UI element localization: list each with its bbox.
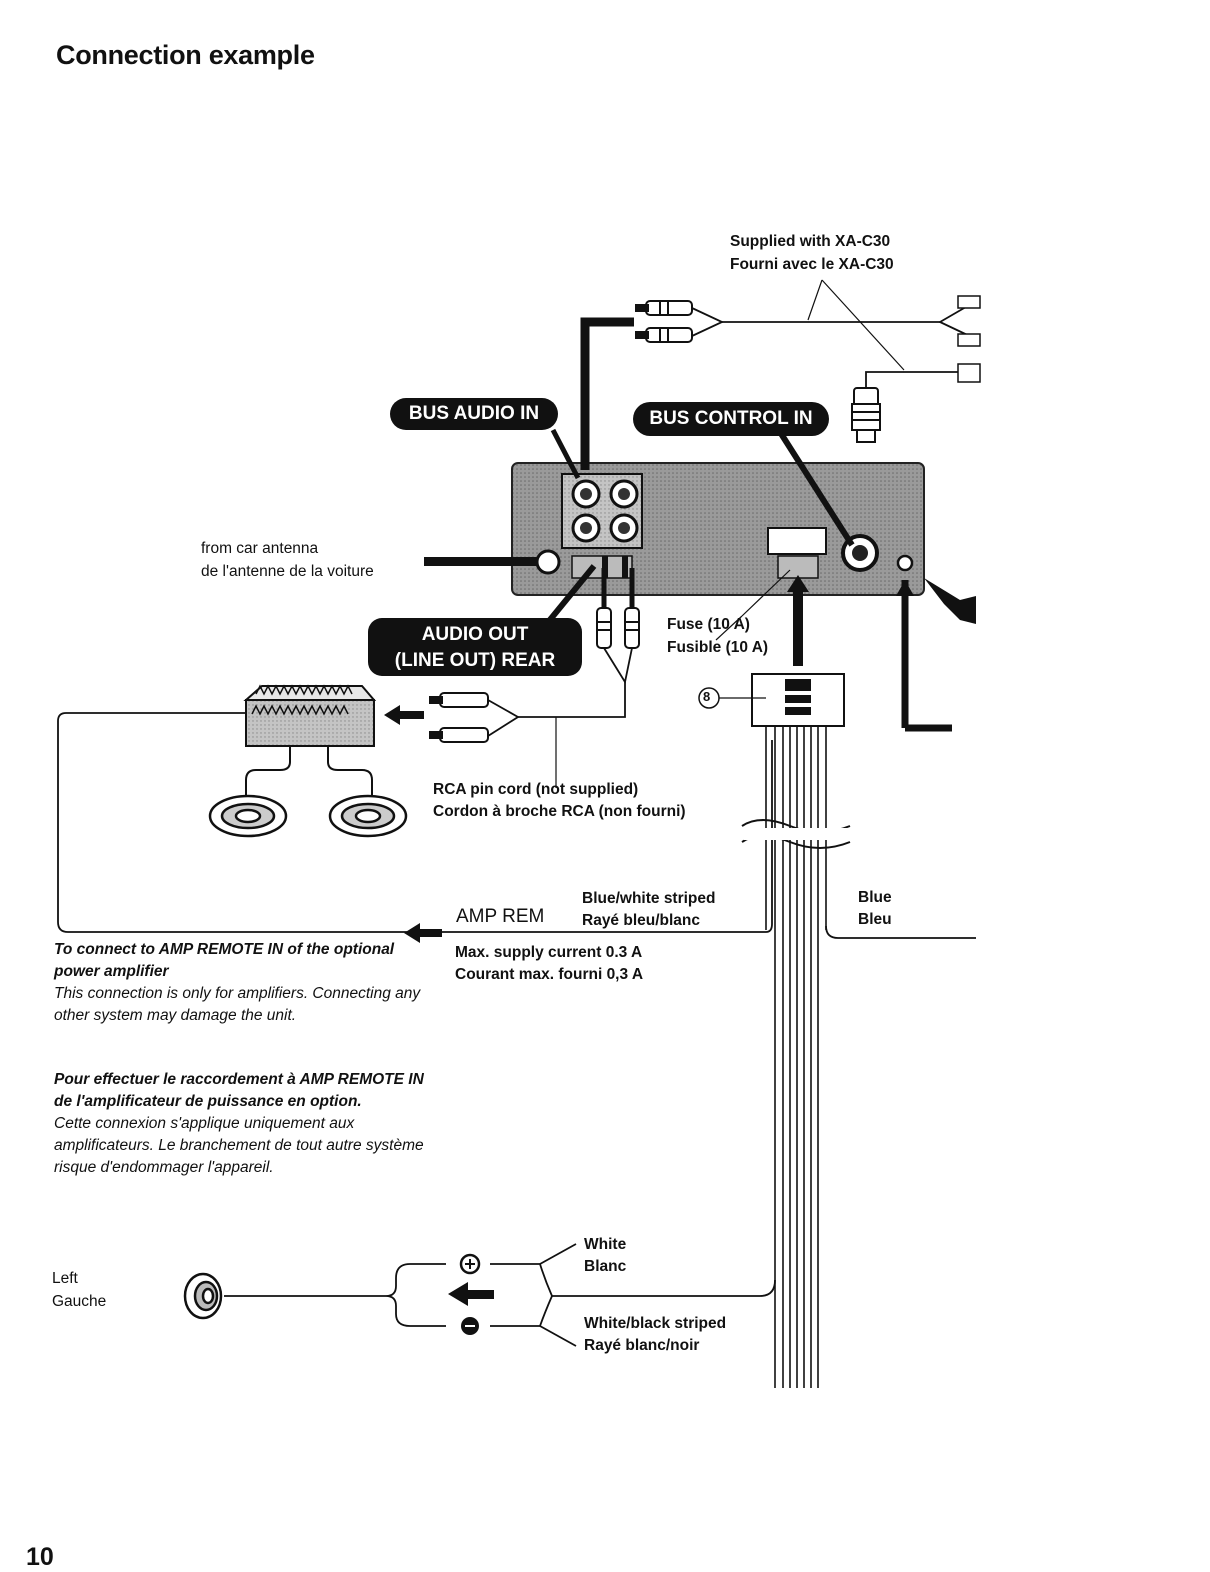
bus-control-plug-icon: [851, 387, 881, 443]
max-supply-en: Max. supply current 0.3 A: [455, 944, 643, 961]
fuse-label-en: Fuse (10 A): [667, 616, 750, 633]
white-label-en: White: [584, 1236, 627, 1253]
white-label-fr: Blanc: [584, 1258, 627, 1275]
antenna-label-en: from car antenna: [201, 540, 319, 557]
blue-white-label-en: Blue/white striped: [582, 890, 716, 907]
note-en: To connect to AMP REMOTE IN of the optio…: [54, 939, 424, 1027]
page-title: Connection example: [56, 40, 315, 70]
power-amplifier-icon: [243, 684, 377, 747]
harness-connector-icon: [751, 673, 845, 727]
audio-out-line1: AUDIO OUT: [421, 624, 529, 645]
supplied-label-en: Supplied with XA-C30: [730, 233, 891, 250]
rca-label-fr: Cordon à broche RCA (non fourni): [433, 803, 686, 820]
blue-label-fr: Bleu: [858, 911, 892, 928]
left-label-fr: Gauche: [52, 1293, 107, 1310]
note-en-heading: To connect to AMP REMOTE IN of the optio…: [54, 941, 395, 980]
rca-plug-icon: [635, 300, 693, 343]
arrow-left-icon: [404, 923, 442, 943]
bus-control-in-badge: BUS CONTROL IN: [633, 402, 829, 436]
antenna-label-fr: de l'antenne de la voiture: [201, 563, 374, 580]
bus-audio-in-jacks-icon: [571, 479, 639, 543]
bus-audio-in-badge: BUS AUDIO IN: [390, 398, 558, 430]
bus-audio-cable: [580, 317, 634, 470]
antenna-socket-icon: [535, 549, 561, 575]
max-supply-fr: Courant max. fourni 0,3 A: [455, 966, 644, 983]
speaker-icon: [183, 1272, 223, 1320]
white-black-label-fr: Rayé blanc/noir: [584, 1337, 700, 1354]
rca-plug-icon: [596, 607, 640, 649]
amp-rem-label: AMP REM: [456, 906, 545, 927]
page-number: 10: [26, 1543, 54, 1571]
note-fr: Pour effectuer le raccordement à AMP REM…: [54, 1069, 424, 1179]
left-label-en: Left: [52, 1270, 78, 1287]
supplied-label-fr: Fourni avec le XA-C30: [730, 256, 894, 273]
note-fr-heading: Pour effectuer le raccordement à AMP REM…: [54, 1071, 424, 1110]
arrow-left-icon: [384, 705, 424, 725]
antenna-cable: [424, 557, 538, 566]
blue-white-label-fr: Rayé bleu/blanc: [582, 912, 701, 929]
speaker-icon: [328, 794, 408, 838]
connector-number: 8: [703, 689, 711, 704]
note-en-body: This connection is only for amplifiers. …: [54, 985, 421, 1024]
head-unit-rear-panel: [511, 462, 925, 596]
blue-label-en: Blue: [858, 889, 892, 906]
rca-label-en: RCA pin cord (not supplied): [433, 781, 639, 798]
note-fr-body: Cette connexion s'applique uniquement au…: [54, 1115, 424, 1176]
white-black-label-en: White/black striped: [584, 1315, 727, 1332]
arrow-left-icon: [448, 1282, 494, 1306]
power-connector-icon: [767, 527, 827, 555]
audio-out-line2: (LINE OUT) REAR: [394, 650, 556, 671]
speaker-icon: [208, 794, 288, 838]
fuse-label-fr: Fusible (10 A): [667, 639, 769, 656]
rca-plug-icon: [429, 692, 489, 743]
audio-out-badge: AUDIO OUT (LINE OUT) REAR: [368, 618, 582, 676]
